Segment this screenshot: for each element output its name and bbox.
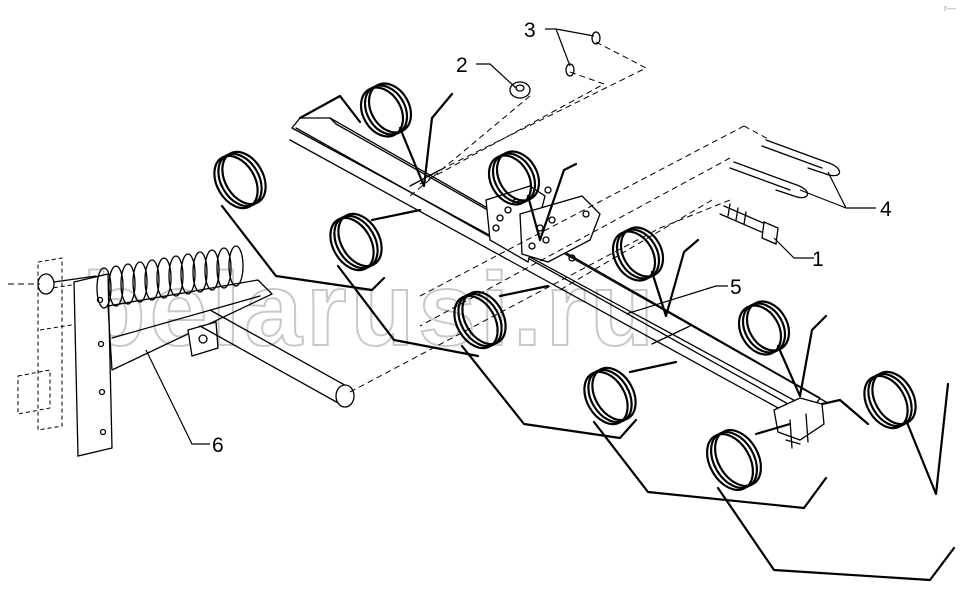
tine-coil	[298, 82, 454, 188]
corner-mark: r—	[944, 3, 956, 13]
hitch-bracket	[8, 245, 355, 457]
nut	[509, 81, 531, 99]
spring-tines	[213, 82, 956, 582]
tine-coil	[487, 150, 578, 242]
callout-label-4: 4	[880, 198, 892, 221]
tine-coil	[453, 284, 638, 440]
center-bracket	[485, 185, 601, 263]
spring-pins	[729, 139, 841, 199]
callout-label-5: 5	[730, 276, 742, 299]
bolt	[719, 203, 779, 245]
tine-coil	[329, 208, 480, 358]
tension-spring	[96, 245, 244, 309]
callout-label-1: 1	[812, 248, 824, 271]
tine-coil	[611, 226, 700, 318]
assembly-lines	[349, 41, 771, 393]
callout-label-3: 3	[524, 19, 536, 42]
callout-label-6: 6	[212, 434, 224, 457]
leader-lines	[145, 28, 876, 445]
rear-clamp	[773, 397, 825, 449]
tine-coil	[737, 300, 828, 398]
watermark: belarusi.ru	[82, 252, 658, 368]
callout-label-2: 2	[456, 54, 468, 77]
washers	[565, 31, 601, 77]
tine-coil	[820, 370, 950, 496]
tine-coil	[213, 150, 386, 292]
tine-coil	[705, 422, 956, 582]
